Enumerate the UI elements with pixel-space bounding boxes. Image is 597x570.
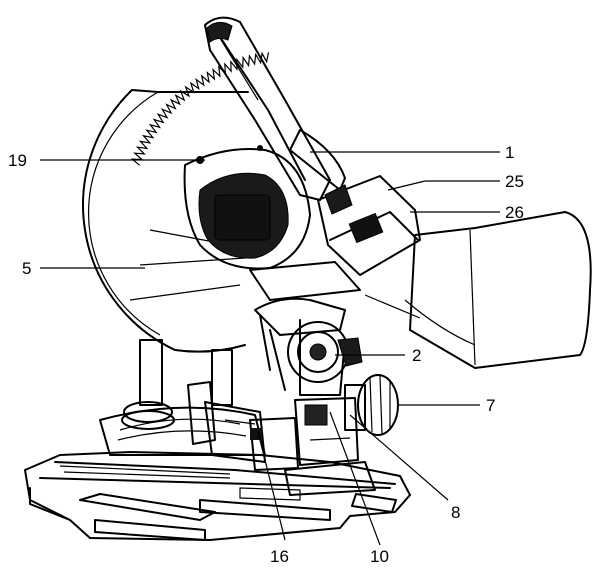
battery-pack xyxy=(317,175,421,276)
callout-25: 25 xyxy=(505,172,524,191)
blade-teeth xyxy=(130,51,270,166)
saw-base xyxy=(24,451,411,541)
blade-guard xyxy=(82,89,249,353)
saw-handle[interactable] xyxy=(204,16,346,201)
leader-lines xyxy=(40,151,500,546)
callout-5: 5 xyxy=(22,259,31,278)
callout-10: 10 xyxy=(370,547,389,566)
motor-housing xyxy=(183,145,361,301)
lower-mechanism xyxy=(249,397,376,496)
callout-26: 26 xyxy=(505,203,524,222)
bevel-lock-knob[interactable] xyxy=(344,374,399,436)
callout-labels: 19 1 25 26 5 2 7 8 16 10 xyxy=(8,143,524,566)
pivot-assembly xyxy=(254,297,363,396)
callout-19: 19 xyxy=(8,151,27,170)
support-columns xyxy=(121,339,233,430)
callout-8: 8 xyxy=(451,503,460,522)
dust-bag xyxy=(364,211,592,369)
callout-1: 1 xyxy=(505,143,514,162)
callout-7: 7 xyxy=(486,396,495,415)
blade-teeth-path xyxy=(130,51,270,166)
callout-16: 16 xyxy=(270,547,289,566)
callout-2: 2 xyxy=(412,346,421,365)
